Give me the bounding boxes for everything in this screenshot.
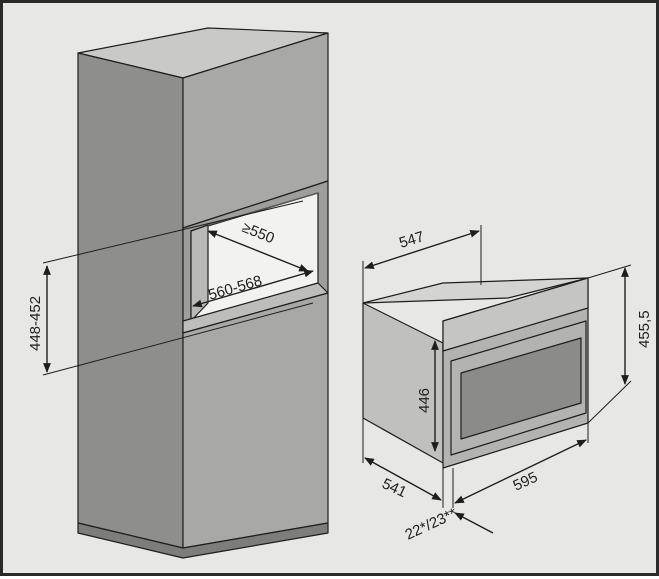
oven [362,277,589,469]
oven-depth-label: 547 [397,228,426,252]
oven-height-ext-bottom [587,380,632,424]
cabinet-lower-door [182,292,329,549]
oven-dimensions [362,225,632,534]
oven-window [460,337,582,440]
oven-body-depth-arrow [364,457,442,501]
oven-depth-arrow [364,229,480,270]
niche-depth-arrow [207,230,309,272]
oven-door-frame [450,320,587,456]
oven-front-width-label: 595 [511,469,541,495]
oven-front-offset-arrow [454,512,494,534]
niche-height-label: 448-452 [27,296,44,351]
niche-dimensions [42,200,314,376]
oven-body-depth-label: 541 [379,475,409,501]
oven-front-offset-label: 22*/23** [403,505,460,544]
cabinet-plinth [77,522,329,559]
tall-cabinet [77,27,329,559]
oven-body-side [362,302,444,464]
niche-height-ext-top [42,200,304,264]
oven-total-height-label: 455,5 [636,310,653,348]
cabinet-side-panel [77,52,184,549]
niche-width-arrow [192,269,314,308]
niche-height-ext-bottom [42,302,314,376]
oven-front-width-arrow [454,439,587,504]
oven-body-height-label: 446 [416,388,433,413]
oven-control-strip [442,277,589,352]
installation-drawing: 448-452 ≥550 560-568 [27,27,653,559]
